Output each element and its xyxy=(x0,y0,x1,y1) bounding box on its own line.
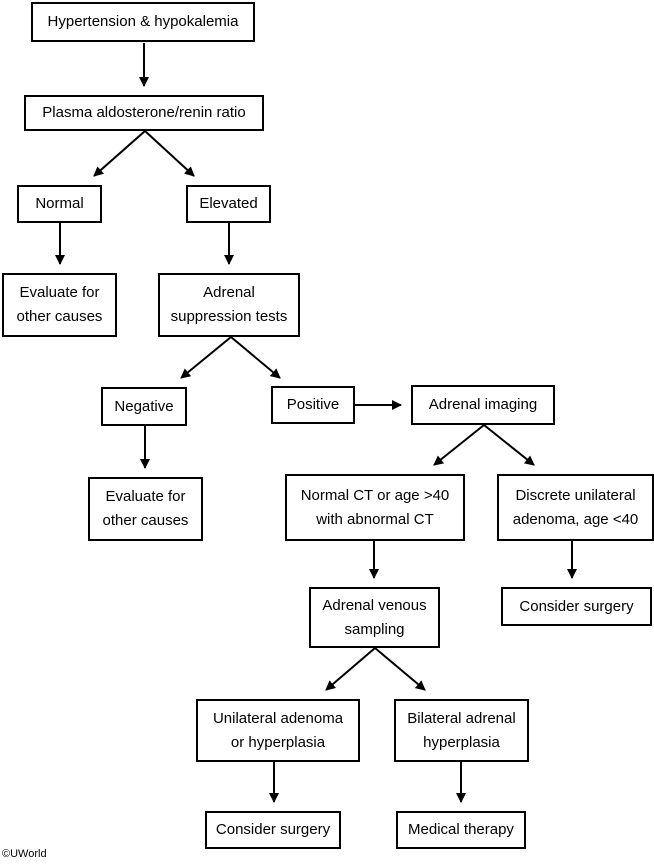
node-label: Evaluate for other causes xyxy=(16,284,103,325)
node-positive: Positive xyxy=(271,386,355,424)
node-label: Positive xyxy=(286,396,340,413)
node-plasma-aldosterone-renin-ratio: Plasma aldosterone/renin ratio xyxy=(24,95,264,131)
node-evaluate-other-causes-2: Evaluate for other causes xyxy=(88,477,203,541)
node-label: Hypertension & hypokalemia xyxy=(47,13,239,30)
node-adrenal-imaging: Adrenal imaging xyxy=(411,385,555,425)
node-adrenal-venous-sampling: Adrenal venous sampling xyxy=(309,587,440,648)
arrow-ratio-to-normal xyxy=(93,130,146,177)
node-normal-ct-or-age: Normal CT or age >40 with abnormal CT xyxy=(285,474,465,541)
arrow-venous-to-bilateral xyxy=(374,647,426,691)
arrow-ratio-to-elevated xyxy=(144,130,195,177)
node-consider-surgery-2: Consider surgery xyxy=(205,811,341,849)
node-label: Bilateral adrenal hyperplasia xyxy=(407,709,516,751)
arrow-suppression-to-negative xyxy=(180,336,232,379)
node-label: Evaluate for other causes xyxy=(102,488,189,529)
arrow-venous-to-unilateral xyxy=(325,647,376,691)
node-medical-therapy: Medical therapy xyxy=(396,811,526,849)
node-evaluate-other-causes-1: Evaluate for other causes xyxy=(2,273,117,337)
node-elevated: Elevated xyxy=(186,185,271,223)
node-discrete-unilateral-adenoma: Discrete unilateral adenoma, age <40 xyxy=(497,474,654,541)
node-label: Adrenal imaging xyxy=(428,396,538,413)
node-label: Consider surgery xyxy=(519,597,634,615)
node-consider-surgery-1: Consider surgery xyxy=(501,587,652,626)
node-label: Unilateral adenoma or hyperplasia xyxy=(212,709,344,751)
node-label: Adrenal suppression tests xyxy=(170,284,288,325)
node-label: Consider surgery xyxy=(215,821,331,838)
arrow-imaging-to-discrete xyxy=(483,424,535,466)
copyright-text: ©UWorld xyxy=(2,848,47,860)
arrow-imaging-to-normal-ct xyxy=(433,424,485,466)
node-label: Adrenal venous sampling xyxy=(322,596,427,638)
node-label: Medical therapy xyxy=(408,821,514,838)
node-adrenal-suppression-tests: Adrenal suppression tests xyxy=(158,273,300,337)
node-label: Plasma aldosterone/renin ratio xyxy=(42,104,246,121)
node-label: Elevated xyxy=(199,195,258,212)
node-bilateral-adrenal-hyperplasia: Bilateral adrenal hyperplasia xyxy=(394,699,529,762)
node-label: Discrete unilateral adenoma, age <40 xyxy=(512,486,639,528)
node-label: Normal CT or age >40 with abnormal CT xyxy=(300,486,450,528)
node-negative: Negative xyxy=(101,387,187,426)
arrow-suppression-to-positive xyxy=(230,336,281,379)
node-unilateral-adenoma-hyperplasia: Unilateral adenoma or hyperplasia xyxy=(196,699,360,762)
node-label: Normal xyxy=(35,195,84,212)
node-normal: Normal xyxy=(17,185,102,223)
node-hypertension-hypokalemia: Hypertension & hypokalemia xyxy=(31,2,255,42)
node-label: Negative xyxy=(114,397,174,415)
